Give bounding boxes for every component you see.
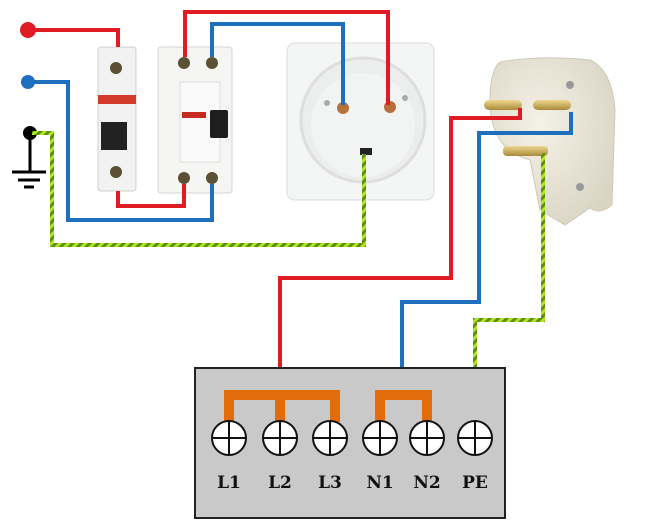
terminal-n2: N2 [409, 420, 445, 493]
terminal-l1: L1 [211, 420, 247, 493]
wall-socket [286, 42, 435, 201]
terminal-block [194, 367, 506, 519]
terminal-label: N1 [366, 473, 393, 493]
terminal-label: L1 [217, 473, 241, 493]
neutral-wires [28, 22, 573, 396]
power-plug [484, 57, 616, 226]
terminal-n1: N1 [362, 420, 398, 493]
neutral-bridge [375, 390, 432, 422]
terminal-pe: PE [457, 420, 493, 493]
rcd-device [157, 46, 233, 194]
ground-symbol-icon [12, 126, 46, 189]
terminal-l3: L3 [312, 420, 348, 493]
terminal-l2: L2 [262, 420, 298, 493]
circuit-breaker [97, 46, 137, 192]
phase-wires [28, 10, 522, 396]
terminal-label: L3 [318, 473, 342, 493]
terminal-label: N2 [413, 473, 440, 493]
terminal-label: L2 [268, 473, 292, 493]
terminal-label: PE [462, 473, 488, 493]
